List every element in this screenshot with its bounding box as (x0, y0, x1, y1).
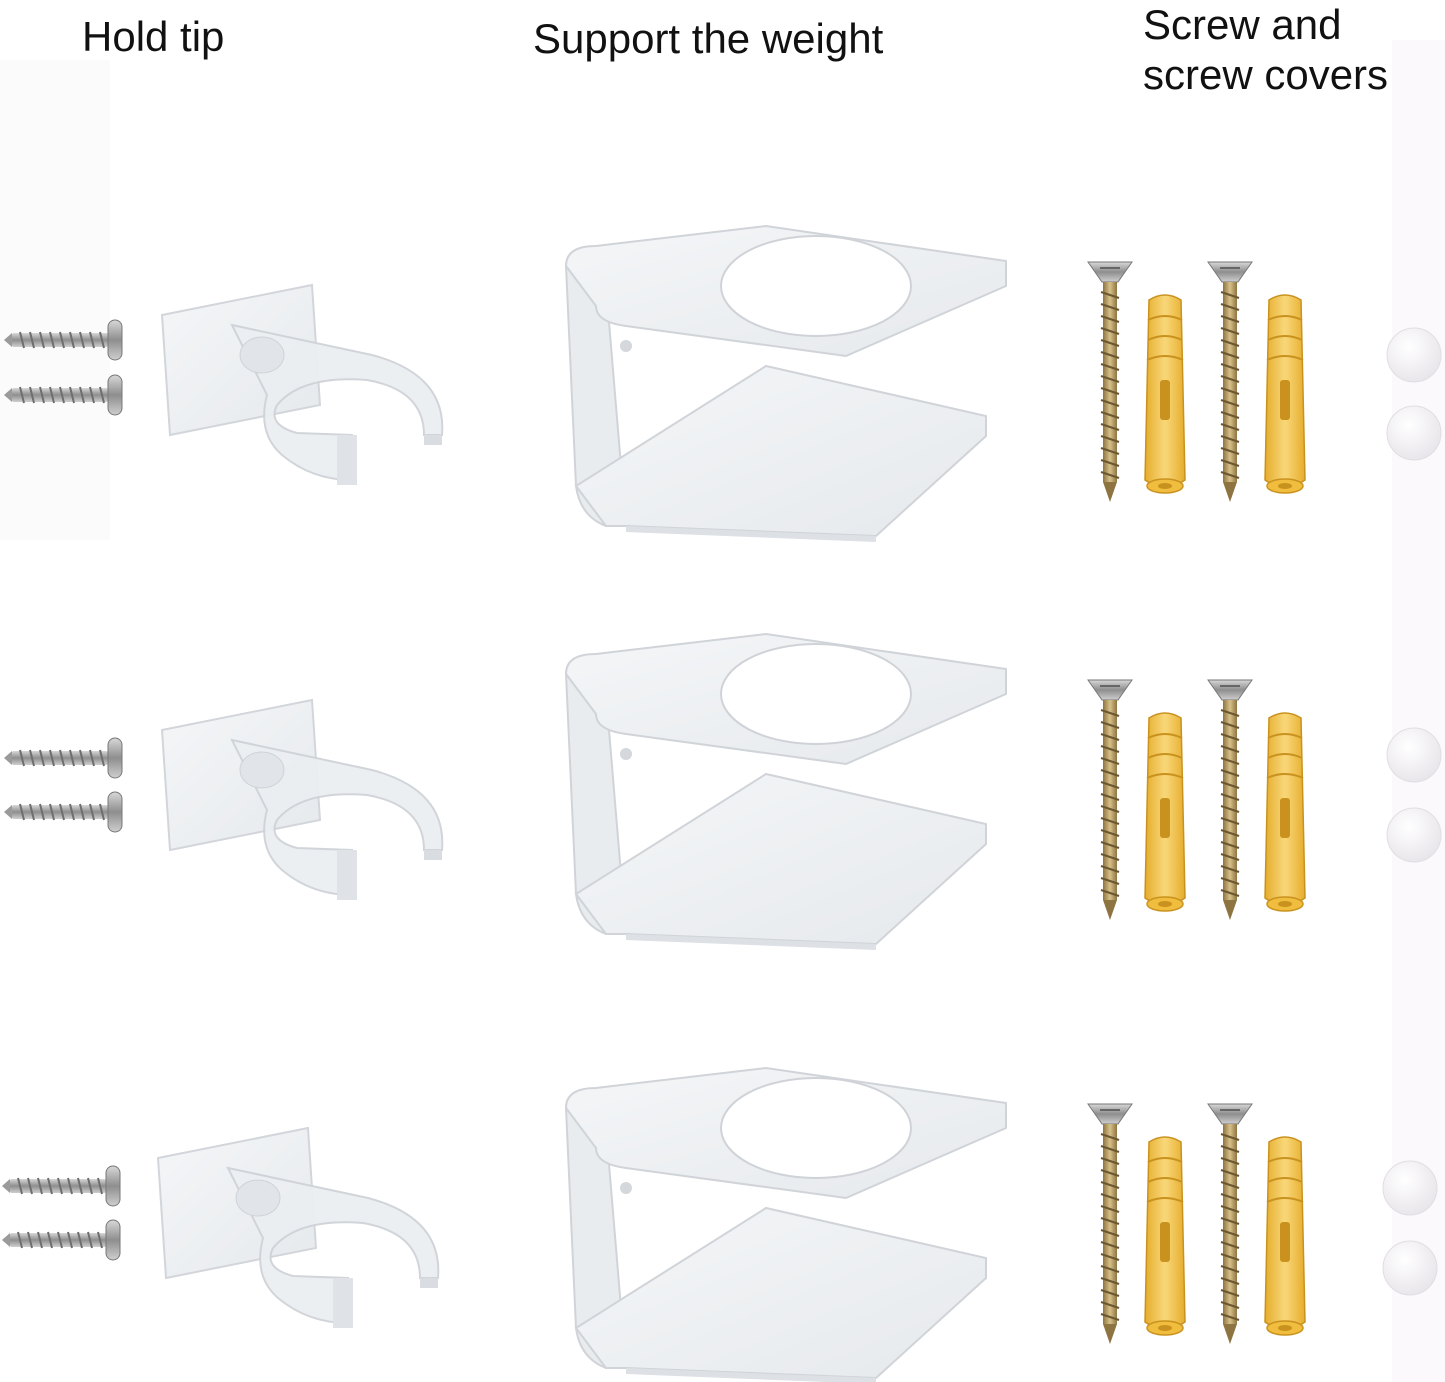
column-title-support: Support the weight (533, 15, 884, 62)
screw-cover-cap-icon (1386, 727, 1442, 783)
wall-screw-icon (1087, 679, 1133, 921)
plastic-anchor-icon (1264, 294, 1306, 494)
plastic-anchor-icon (1144, 294, 1186, 494)
plastic-anchor-icon (1264, 712, 1306, 912)
screw-cover-cap-icon (1386, 405, 1442, 461)
acrylic-bracket-icon (565, 225, 1007, 543)
screw-cover-cap-icon (1386, 807, 1442, 863)
row-2 (3, 633, 1442, 951)
wall-screw-icon (1087, 261, 1133, 503)
column-title-hold-tip: Hold tip (82, 13, 225, 60)
row-3 (1, 1067, 1438, 1382)
column-title-screws: Screw and screw covers (1143, 0, 1388, 100)
plastic-anchor-icon (1144, 712, 1186, 912)
column-title-screws-line2: screw covers (1143, 51, 1389, 98)
wall-screw-icon (1207, 1103, 1253, 1345)
small-screw-icon (3, 737, 123, 779)
left-panel-tint (0, 60, 110, 540)
small-screw-icon (1, 1219, 121, 1261)
small-screw-icon (3, 791, 123, 833)
screw-cover-cap-icon (1382, 1160, 1438, 1216)
clip-holder-icon (161, 284, 444, 486)
column-title-screws-line1: Screw and (1143, 1, 1342, 48)
screw-cover-cap-icon (1382, 1240, 1438, 1296)
plastic-anchor-icon (1144, 1136, 1186, 1336)
wall-screw-icon (1207, 679, 1253, 921)
clip-holder-icon (157, 1127, 440, 1329)
wall-screw-icon (1087, 1103, 1133, 1345)
acrylic-bracket-icon (565, 633, 1007, 951)
row-1 (3, 225, 1442, 543)
clip-holder-icon (161, 699, 444, 901)
small-screw-icon (1, 1165, 121, 1207)
plastic-anchor-icon (1264, 1136, 1306, 1336)
wall-screw-icon (1207, 261, 1253, 503)
acrylic-bracket-icon (565, 1067, 1007, 1382)
right-panel-tint (1392, 40, 1445, 1382)
screw-cover-cap-icon (1386, 327, 1442, 383)
